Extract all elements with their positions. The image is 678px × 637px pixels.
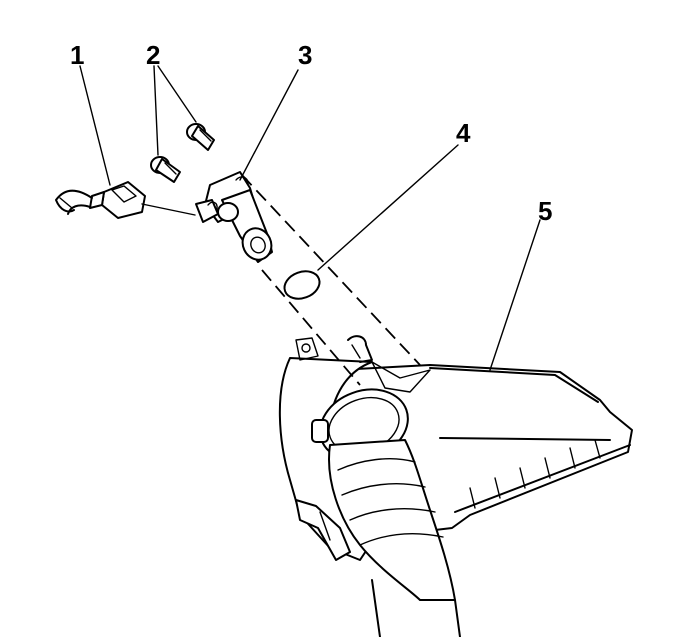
callout-2: 2 <box>146 40 160 70</box>
air-flow-sensor <box>195 171 273 263</box>
callout-leader-lines <box>79 65 541 371</box>
mounting-screws <box>150 123 215 183</box>
retaining-clip <box>347 335 373 363</box>
callout-3: 3 <box>298 40 312 70</box>
sensor-seal-o-ring <box>283 270 321 300</box>
intake-duct-hose <box>311 388 461 637</box>
assembly-guide-lines <box>241 174 431 393</box>
callout-4: 4 <box>456 118 471 148</box>
electrical-connector <box>55 181 196 219</box>
callout-1: 1 <box>70 40 84 70</box>
callout-5: 5 <box>538 196 552 226</box>
